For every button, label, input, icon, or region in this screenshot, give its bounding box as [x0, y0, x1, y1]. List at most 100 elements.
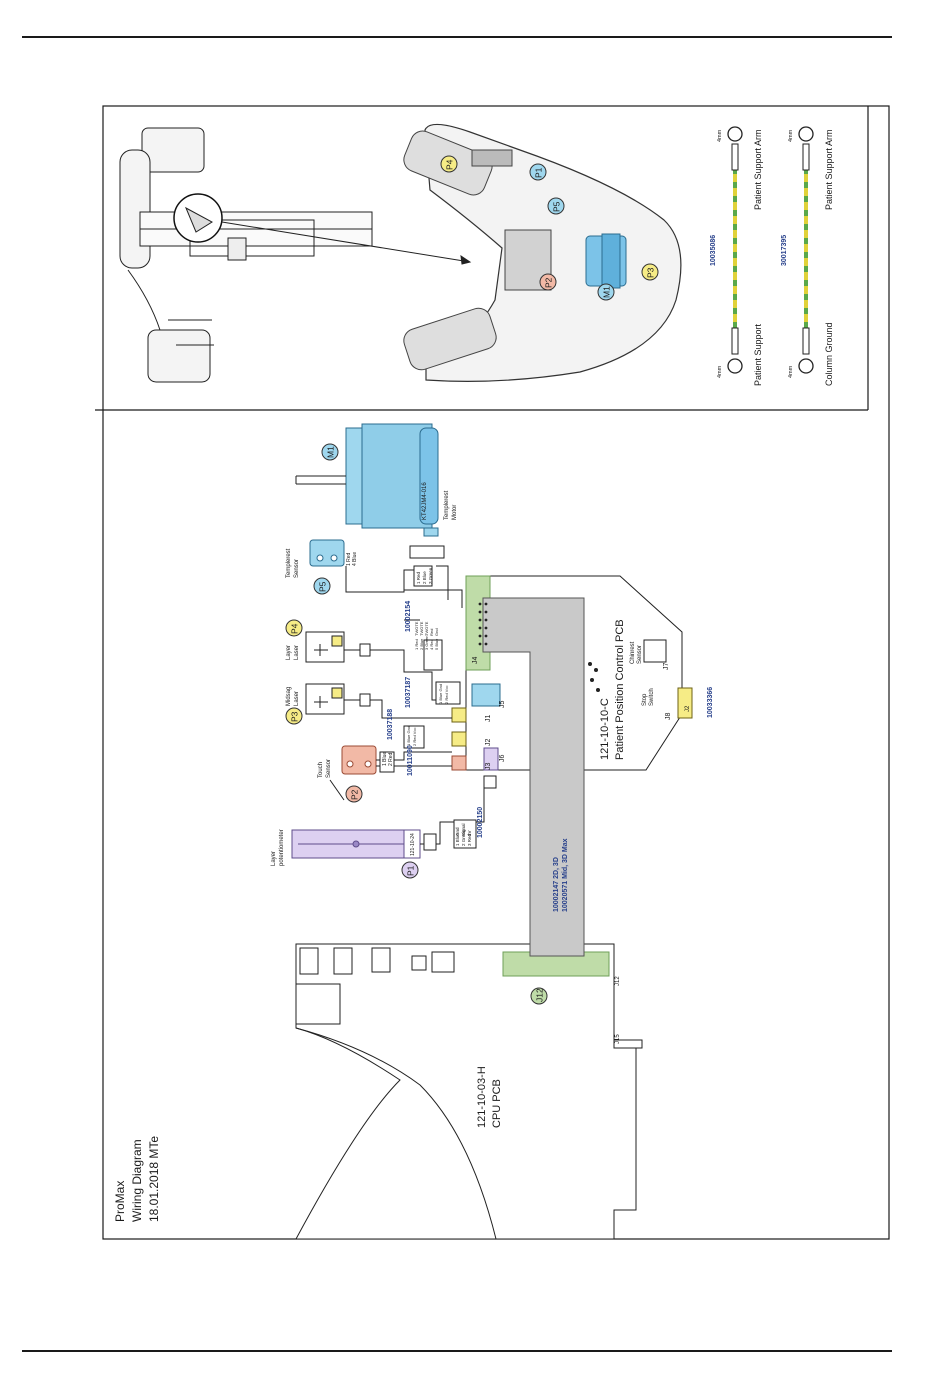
ground-cable-1-size1: 4mm — [788, 365, 794, 378]
midsag-wire-0: 1 Blue Gnd — [438, 684, 443, 704]
cable-10037187: 10037187 — [405, 677, 412, 708]
p5-wire1: 1 Red — [346, 552, 352, 566]
cable-10011090: 10011090 — [407, 745, 414, 776]
templerest-motor — [295, 423, 439, 537]
laser-wire-4: 5 Blue — [434, 638, 439, 650]
p1-name1: Layer — [271, 851, 277, 866]
ppc-connector-j8: J8 — [665, 713, 672, 721]
bottom-rule — [22, 1350, 892, 1352]
photo-tag-m1: M1 — [602, 286, 612, 298]
m1-tag-badge — [321, 443, 339, 461]
p3-name1: Midsag — [286, 687, 292, 706]
ground-cable-0-size1: 4mm — [717, 365, 723, 378]
ground-cables — [727, 126, 814, 374]
ground-cable-0-crimp-1 — [731, 327, 739, 355]
motor-model: KT42JM4-016 — [422, 482, 428, 520]
p1-wire-1: 2 Green — [461, 829, 466, 846]
laser-wire-0: 1 Red — [414, 639, 419, 650]
photo-tag-p5-badge — [547, 197, 565, 215]
ground-cable-1-part: 30017395 — [781, 235, 788, 266]
ground-cable-0-lug-1 — [727, 358, 743, 374]
cable-10033366: 10033366 — [707, 687, 714, 718]
j6-connector — [483, 747, 499, 771]
photo-tag-p4: P4 — [445, 159, 455, 170]
p3-tag-badge — [285, 707, 303, 725]
ppc-connector-j1: J1 — [485, 715, 492, 723]
ppc-connector-j4: J4 — [472, 657, 479, 665]
stop-chip: J2 — [685, 705, 691, 712]
ppc-connector-j3: J3 — [485, 763, 492, 771]
j3-connector — [451, 755, 467, 771]
ppc-connector-j7: J7 — [663, 663, 670, 671]
cable-10037188: 10037188 — [387, 709, 394, 740]
p1-signal-2: 5V — [467, 830, 472, 836]
chinrest-name1: Chinrest — [630, 641, 636, 664]
laser-wire-1: 2 Blue — [419, 638, 424, 650]
m1-tag: M1 — [326, 446, 336, 458]
ground-cable-0-size2: 4mm — [717, 129, 723, 142]
flat-cable-line1: 10002147 2D, 3D — [553, 857, 560, 912]
p1-wire-2: 3 Red — [467, 833, 472, 846]
j8-connector — [677, 687, 693, 719]
photo-tag-p1-badge — [529, 163, 547, 181]
p4-tag: P4 — [290, 623, 300, 634]
ground-cable-1-to: Patient Support Arm — [824, 129, 834, 210]
cpu-chips — [295, 947, 643, 1049]
ground-cable-1-crimp-1 — [802, 327, 810, 355]
p4-name1: Layer — [286, 645, 292, 660]
title-line2: Wiring Diagram — [130, 1139, 144, 1222]
photo-tag-p3-badge — [641, 263, 659, 281]
ground-cable-1-lug-0 — [798, 126, 814, 142]
laser-signal-1: TWOTE — [419, 621, 424, 636]
cpu-j15-label: J15 — [615, 1034, 621, 1044]
stop-name2: Switch — [649, 688, 655, 706]
touch-wire-1: 2 Red Vcc — [412, 728, 417, 746]
photo-tag-m1-badge — [597, 283, 615, 301]
p1-tag: P1 — [406, 865, 416, 876]
laser-signal-3: Red — [429, 629, 434, 636]
j1-connector — [451, 707, 467, 723]
layer-laser — [305, 631, 345, 663]
photo-tag-p5: P5 — [552, 201, 562, 212]
p2-wire2: 2 Red — [388, 752, 394, 766]
cpu-j12-tag-badge — [530, 987, 548, 1005]
motor-name2: Motor — [452, 505, 458, 520]
flat-cable-line2: 10020571 Mid, 3D Max — [562, 838, 569, 912]
p5-name1: Templerest — [286, 548, 292, 578]
cpu-pcb-outline — [295, 943, 637, 1240]
cpu-j12-tag: J12 — [535, 988, 545, 1002]
flat-cable — [482, 597, 585, 957]
j2-connector — [451, 731, 467, 747]
p2-wire1: 1 Blue — [382, 752, 388, 766]
laser-wire-3: 4 Red — [429, 639, 434, 650]
midsag-wire-1: 2 Red Vcc — [444, 686, 449, 704]
ground-cable-0-crimp-0 — [731, 143, 739, 171]
j4-pins — [478, 602, 488, 646]
ppc-pcb-part: 121-10-10-C — [599, 698, 611, 760]
j7-connector — [643, 639, 667, 663]
touch-wire-0: 1 Blue Gnd — [406, 726, 411, 746]
p3-name2: Laser — [294, 691, 300, 706]
ground-cable-0-to: Patient Support Arm — [753, 129, 763, 210]
photo-tag-p3: P3 — [646, 267, 656, 278]
cpu-pcb-part: 121-10-03-H — [476, 1066, 488, 1128]
cpu-pcb-name: CPU PCB — [491, 1079, 503, 1128]
p1-signal-0: Gnd — [455, 827, 460, 836]
ground-cable-1-size2: 4mm — [788, 129, 794, 142]
p5-tag-badge — [313, 577, 331, 595]
motor-wire-0: 1 Red — [416, 571, 421, 584]
cable-10002150: 10002150 — [477, 807, 484, 838]
p4-tag-badge — [285, 619, 303, 637]
p1-tag-badge — [401, 861, 419, 879]
p2-tag-badge — [345, 785, 363, 803]
midsag-laser — [305, 683, 345, 715]
photo-tag-p4-badge — [440, 155, 458, 173]
p3-tag: P3 — [290, 711, 300, 722]
ground-cable-0-lug-0 — [727, 126, 743, 142]
j5-connector — [471, 683, 501, 707]
stop-switch-dots — [588, 662, 600, 692]
ground-cable-1-crimp-0 — [802, 143, 810, 171]
photo-tag-p2: P2 — [544, 277, 554, 288]
